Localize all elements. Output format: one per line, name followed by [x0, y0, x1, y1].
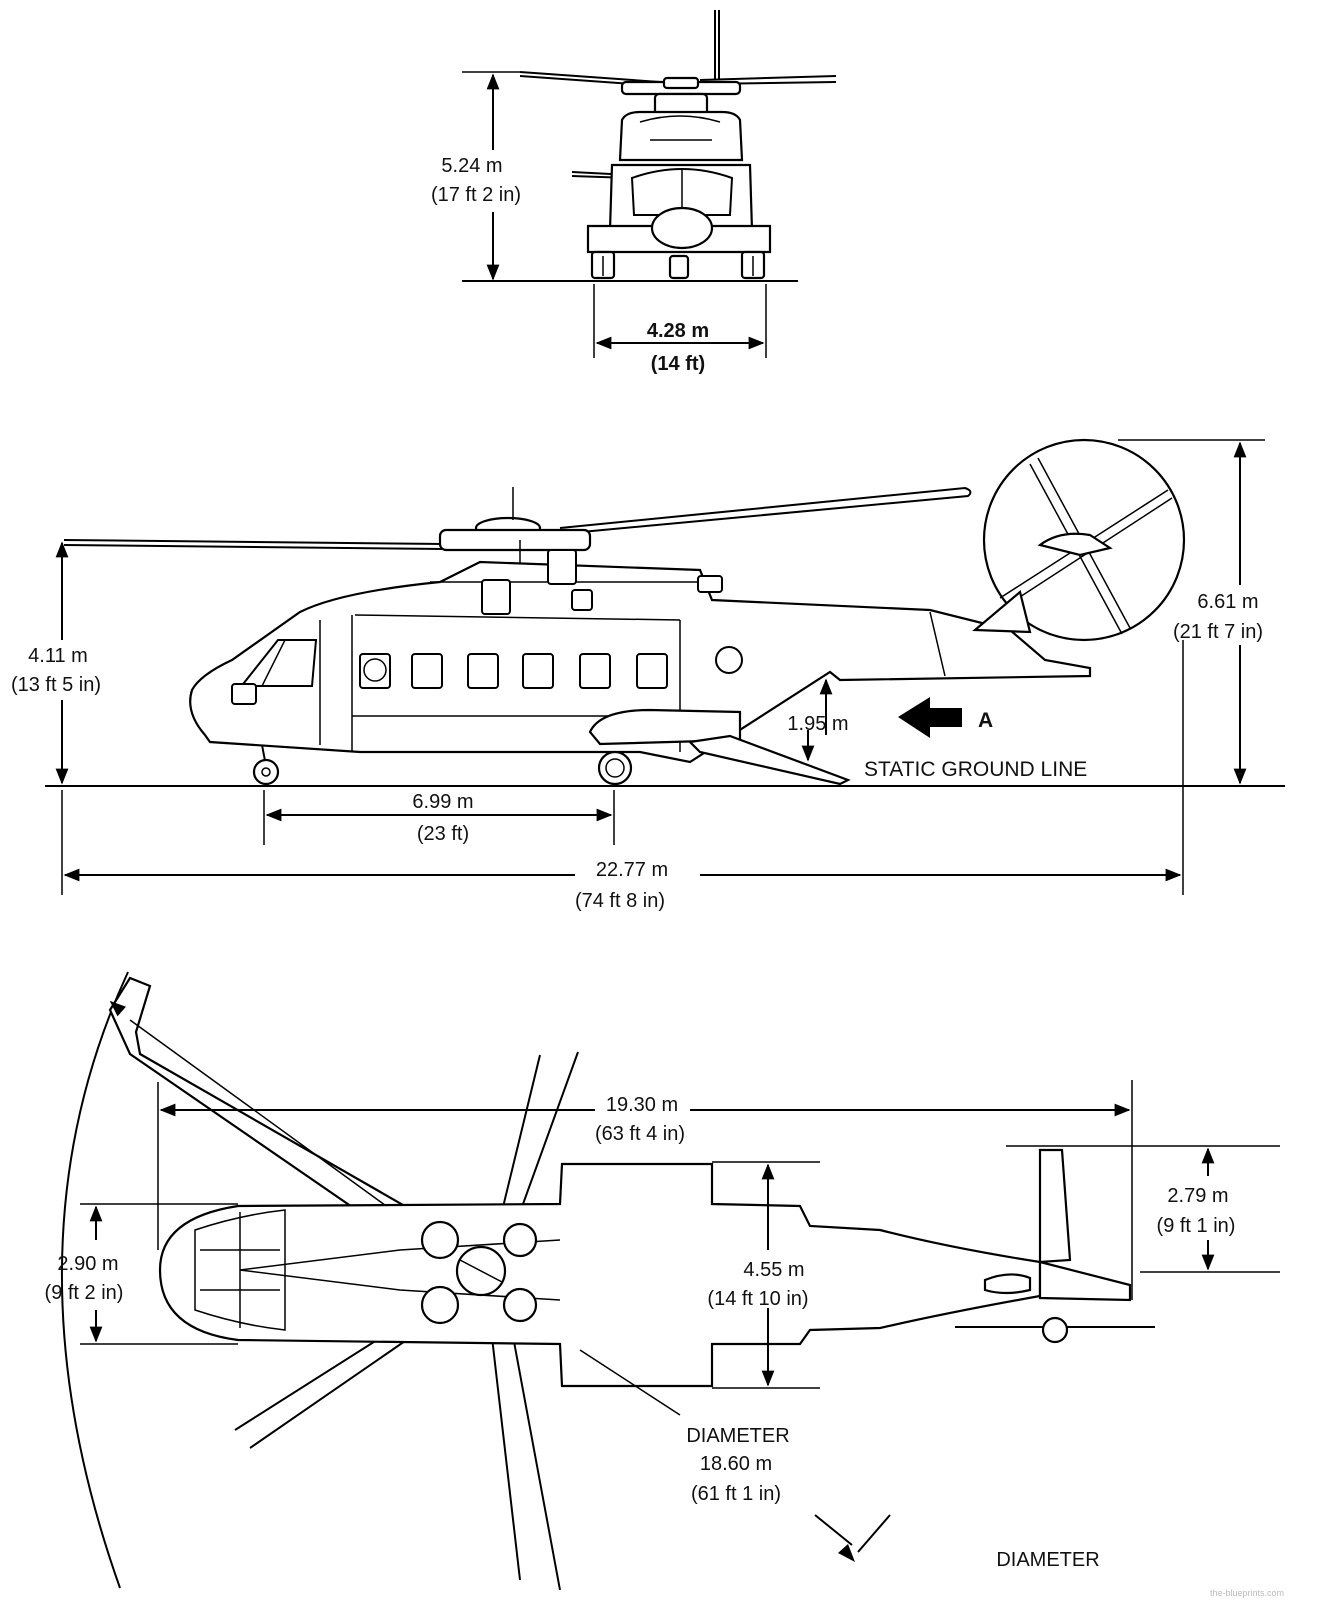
wheelbase-imperial: (23 ft) — [417, 823, 469, 845]
fuselage-width-metric: 2.90 m — [57, 1253, 118, 1275]
main-rotor-height-metric: 4.11 m — [28, 645, 88, 667]
cabin-window — [522, 653, 554, 689]
side-view: STATIC GROUND LINE — [11, 438, 1285, 912]
view-a-arrow — [898, 697, 962, 738]
cabin-window — [636, 653, 668, 689]
front-height-metric: 5.24 m — [441, 155, 502, 177]
main-rotor-diameter-arc — [61, 971, 129, 1589]
front-track-metric: 4.28 m — [647, 320, 709, 342]
view-a-label: A — [978, 709, 993, 732]
tail-rotor-height-metric: 6.61 m — [1197, 591, 1258, 613]
front-view: 5.24 m (17 ft 2 in) 4.28 — [431, 10, 837, 375]
main-rotor-diameter-label: DIAMETER — [686, 1425, 789, 1447]
cabin-window — [411, 653, 443, 689]
overall-length-imperial: (74 ft 8 in) — [575, 890, 665, 912]
sponson-width-metric: 4.55 m — [743, 1259, 804, 1281]
front-height-imperial: (17 ft 2 in) — [431, 184, 521, 206]
top-fuselage — [158, 1162, 1042, 1388]
sponson-width-imperial: (14 ft 10 in) — [707, 1288, 808, 1310]
wheelbase-metric: 6.99 m — [412, 791, 473, 813]
cabin-window — [579, 653, 611, 689]
watermark: the-blueprints.com — [1210, 1588, 1284, 1598]
static-ground-line-label: STATIC GROUND LINE — [864, 758, 1087, 781]
tailplane-width-metric: 2.79 m — [1167, 1185, 1228, 1207]
tailplane-width-imperial: (9 ft 1 in) — [1157, 1215, 1236, 1237]
top-view: 19.30 m (63 ft 4 in) 2.90 m (9 ft 2 in) … — [45, 971, 1280, 1591]
tail-rotor-diameter-label: DIAMETER — [996, 1549, 1099, 1571]
cabin-window — [467, 653, 499, 689]
fuselage-length-metric: 19.30 m — [606, 1094, 678, 1116]
main-rotor-diameter-metric: 18.60 m — [700, 1453, 772, 1475]
fuselage-width-imperial: (9 ft 2 in) — [45, 1282, 124, 1304]
overall-length-metric: 22.77 m — [596, 859, 668, 881]
main-rotor-diameter-imperial: (61 ft 1 in) — [691, 1483, 781, 1505]
front-track-imperial: (14 ft) — [651, 353, 705, 375]
fuselage-length-imperial: (63 ft 4 in) — [595, 1123, 685, 1145]
tail-rotor-height-imperial: (21 ft 7 in) — [1173, 621, 1263, 643]
ramp-height-metric: 1.95 m — [787, 713, 848, 735]
main-rotor-height-imperial: (13 ft 5 in) — [11, 674, 101, 696]
